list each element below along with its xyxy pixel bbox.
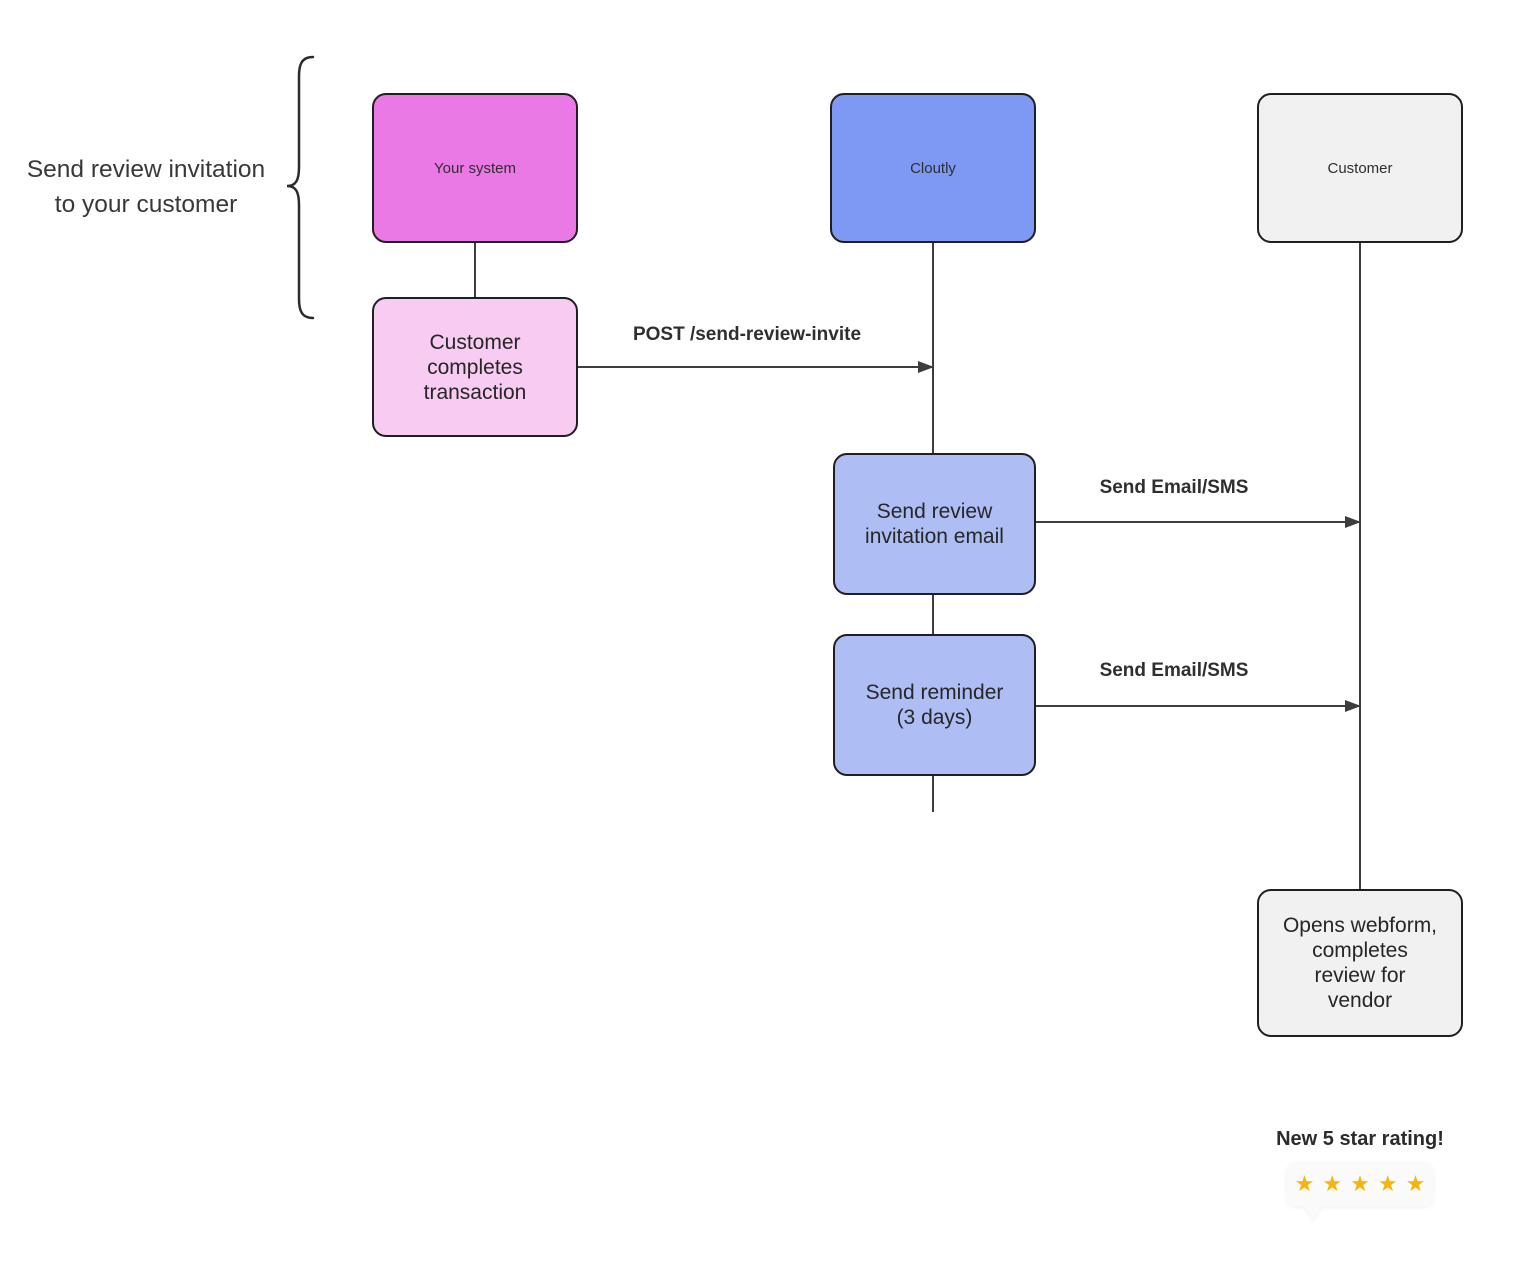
lane-customer-label: Customer: [1327, 159, 1393, 177]
node-webform-line-1: Opens webform,: [1282, 914, 1438, 937]
node-transaction-line-2: completes: [427, 355, 523, 379]
node-webform: Opens webform, completes review for vend…: [1257, 889, 1463, 1037]
node-reminder-line-1: Send reminder: [865, 681, 1004, 704]
lane-cloutly-label: Cloutly: [910, 159, 956, 177]
lane-cloutly: Cloutly: [830, 93, 1036, 243]
lane-your-system-label: Your system: [434, 159, 516, 177]
star-icon: ★: [1377, 1171, 1398, 1197]
star-icon: ★: [1405, 1171, 1426, 1197]
message-label-email-sms-1: Send Email/SMS: [1099, 477, 1249, 498]
lane-your-system: Your system: [372, 93, 578, 243]
rating-bubble: ★ ★ ★ ★ ★: [1287, 1163, 1433, 1206]
message-label-email-sms-2: Send Email/SMS: [1099, 660, 1249, 681]
annotation-line-2: to your customer: [54, 191, 238, 218]
star-icon: ★: [1294, 1171, 1315, 1197]
star-icon: ★: [1322, 1171, 1343, 1197]
star-icon: ★: [1350, 1171, 1370, 1197]
node-webform-line-2: completes: [1312, 939, 1408, 962]
node-transaction-line-3: transaction: [423, 380, 527, 404]
node-webform-line-4: vendor: [1327, 989, 1393, 1012]
node-invite-email: Send review invitation email: [833, 453, 1036, 595]
rating-title: New 5 star rating!: [1276, 1128, 1444, 1150]
annotation-line-1: Send review invitation: [26, 156, 266, 183]
node-reminder: Send reminder (3 days): [833, 634, 1036, 776]
node-invite-email-line-2: invitation email: [865, 525, 1004, 548]
node-transaction-line-1: Customer: [429, 330, 521, 354]
lane-customer: Customer: [1257, 93, 1463, 243]
message-label-post-invite: POST /send-review-invite: [632, 324, 862, 345]
node-invite-email-line-1: Send review: [876, 500, 993, 523]
node-reminder-line-2: (3 days): [896, 706, 973, 729]
annotation-text: Send review invitation to your customer: [8, 152, 284, 222]
node-transaction: Customer completes transaction: [372, 297, 578, 437]
curly-brace: [286, 55, 315, 320]
node-webform-line-3: review for: [1314, 964, 1406, 987]
